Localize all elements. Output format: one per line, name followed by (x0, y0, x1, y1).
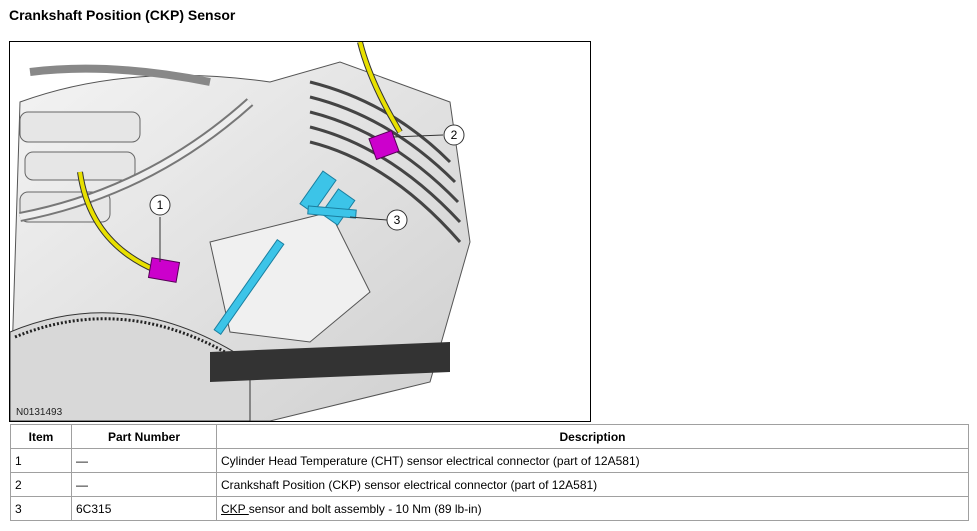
row-item: 1 (10, 448, 72, 473)
row-description: Cylinder Head Temperature (CHT) sensor e… (216, 448, 969, 473)
table-row: 2 — Crankshaft Position (CKP) sensor ele… (10, 472, 969, 497)
callout-3: 3 (394, 213, 401, 227)
ckp-abbreviation-link[interactable]: CKP (221, 501, 249, 516)
row-part-number: — (71, 472, 217, 497)
row-description: CKP sensor and bolt assembly - 10 Nm (89… (216, 496, 969, 521)
header-part-number: Part Number (71, 424, 217, 449)
row-description: Crankshaft Position (CKP) sensor electri… (216, 472, 969, 497)
row-part-number: — (71, 448, 217, 473)
table-header-row: Item Part Number Description (10, 424, 969, 449)
engine-drawing: 1 2 3 (10, 42, 590, 421)
parts-table: Item Part Number Description 1 — Cylinde… (10, 424, 969, 521)
row-part-number: 6C315 (71, 496, 217, 521)
header-item: Item (10, 424, 72, 449)
callout-2: 2 (451, 128, 458, 142)
page-title: Crankshaft Position (CKP) Sensor (9, 7, 236, 23)
header-description: Description (216, 424, 969, 449)
table-row: 3 6C315 CKP sensor and bolt assembly - 1… (10, 496, 969, 521)
table-row: 1 — Cylinder Head Temperature (CHT) sens… (10, 448, 969, 473)
row-item: 2 (10, 472, 72, 497)
callout-1: 1 (157, 198, 164, 212)
engine-illustration: 1 2 3 N0131493 (9, 41, 591, 422)
figure-id: N0131493 (16, 407, 63, 418)
row-item: 3 (10, 496, 72, 521)
row-description-text: sensor and bolt assembly - 10 Nm (89 lb-… (248, 501, 482, 516)
